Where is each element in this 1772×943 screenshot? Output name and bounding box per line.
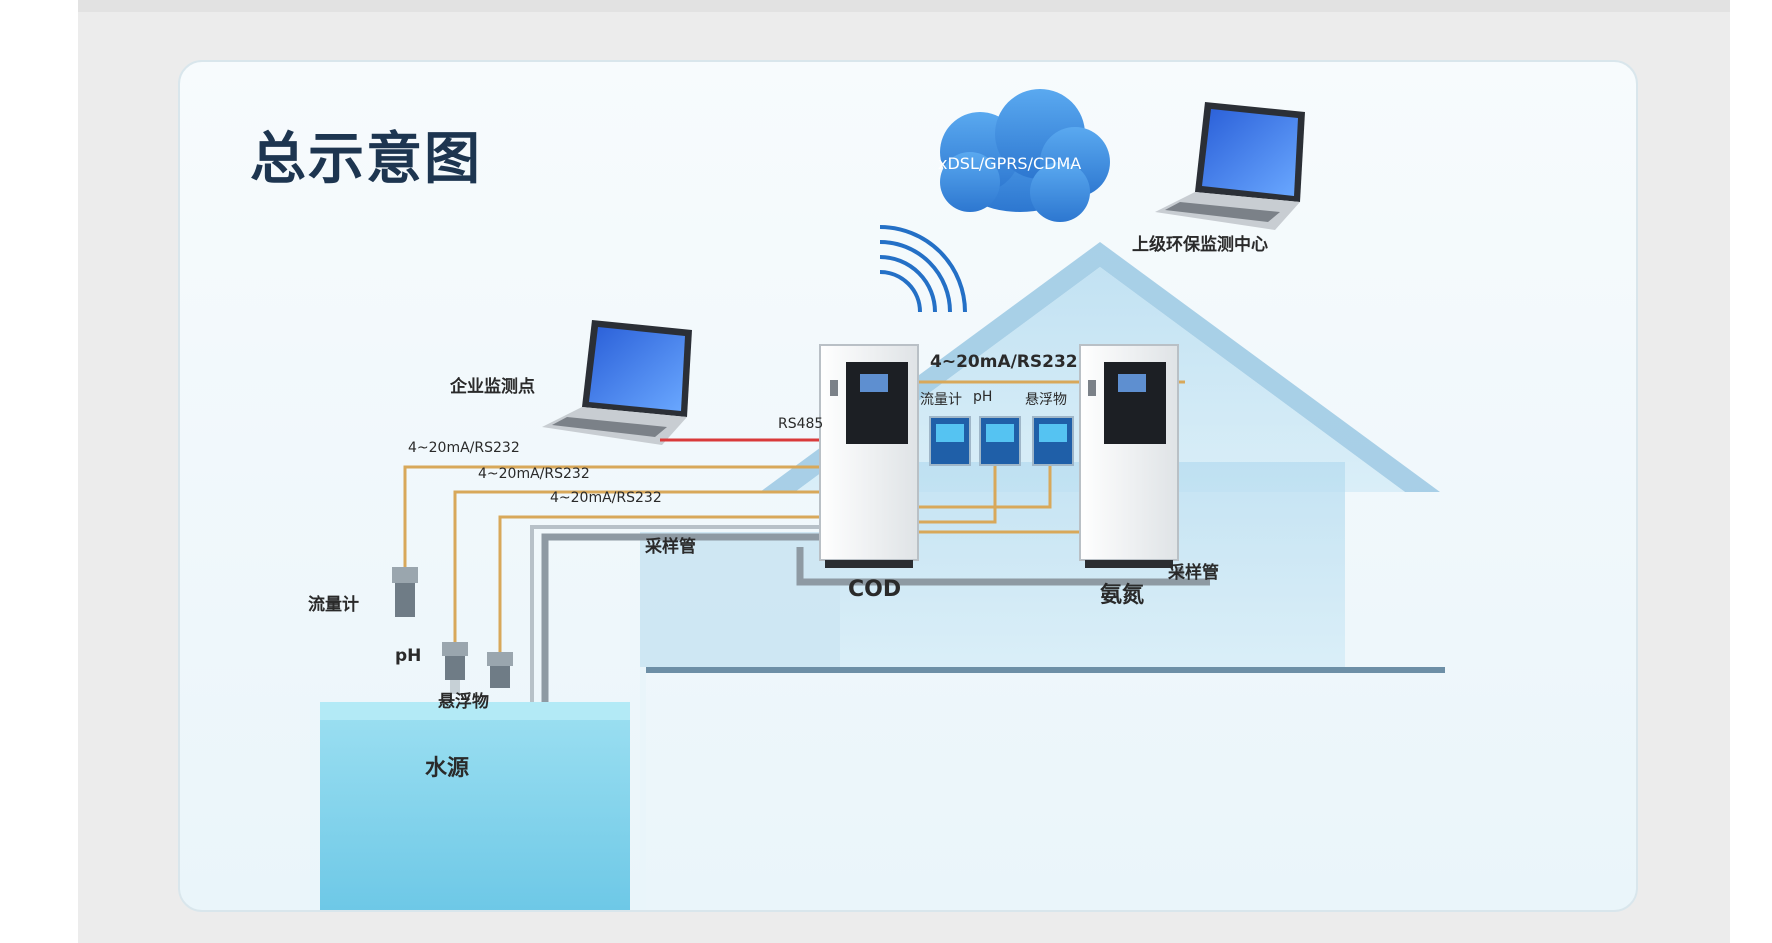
- diagram-panel: 总示意图 xDSL/GPRS/CDMA 上级环保监测中心 企业监测点 水源 4~…: [178, 60, 1638, 912]
- sensor-probe-icon: [392, 567, 418, 617]
- rs485-label: RS485: [778, 416, 824, 432]
- sensor-probe-icon: [442, 642, 468, 694]
- display-panel-icon: [929, 416, 971, 466]
- panel-flowmeter-label: 流量计: [920, 392, 962, 408]
- analyzer-cabinet-icon: [1079, 344, 1179, 568]
- sampling-pipe-right-label: 采样管: [1168, 563, 1219, 583]
- sampling-pipe-left-label: 采样管: [645, 537, 696, 557]
- panel-suspended-label: 悬浮物: [1025, 392, 1067, 408]
- top-band: [78, 0, 1730, 12]
- enterprise-point-label: 企业监测点: [450, 377, 535, 397]
- suspended-label: 悬浮物: [438, 692, 489, 712]
- signal-3-label: 4~20mA/RS232: [550, 490, 662, 506]
- diagram-title: 总示意图: [250, 127, 482, 192]
- display-panel-icon: [979, 416, 1021, 466]
- ammonia-label: 氨氮: [1100, 583, 1145, 608]
- cloud-icon: [940, 89, 1110, 222]
- sampling-pipes: [530, 525, 1210, 702]
- flowmeter-label: 流量计: [308, 595, 359, 615]
- ph-label: pH: [395, 646, 422, 666]
- house: [640, 242, 1445, 910]
- signal-house-label: 4~20mA/RS232: [930, 352, 1078, 372]
- signal-2-label: 4~20mA/RS232: [478, 466, 590, 482]
- water-source-label: 水源: [425, 756, 470, 781]
- analyzer-cabinet-icon: [819, 344, 919, 568]
- water-source: [320, 702, 630, 910]
- laptop-icon: [1155, 102, 1305, 230]
- overview-diagram: [320, 89, 1445, 910]
- signal-1-label: 4~20mA/RS232: [408, 440, 520, 456]
- wifi-signal-icon: [879, 225, 967, 313]
- laptop-icon: [542, 320, 692, 445]
- display-panel-icon: [1032, 416, 1074, 466]
- cod-label: COD: [848, 577, 902, 602]
- sensor-probe-icon: [487, 652, 513, 688]
- panel-ph-label: pH: [973, 389, 993, 405]
- upper-center-label: 上级环保监测中心: [1132, 235, 1268, 255]
- cloud-label: xDSL/GPRS/CDMA: [938, 154, 1082, 173]
